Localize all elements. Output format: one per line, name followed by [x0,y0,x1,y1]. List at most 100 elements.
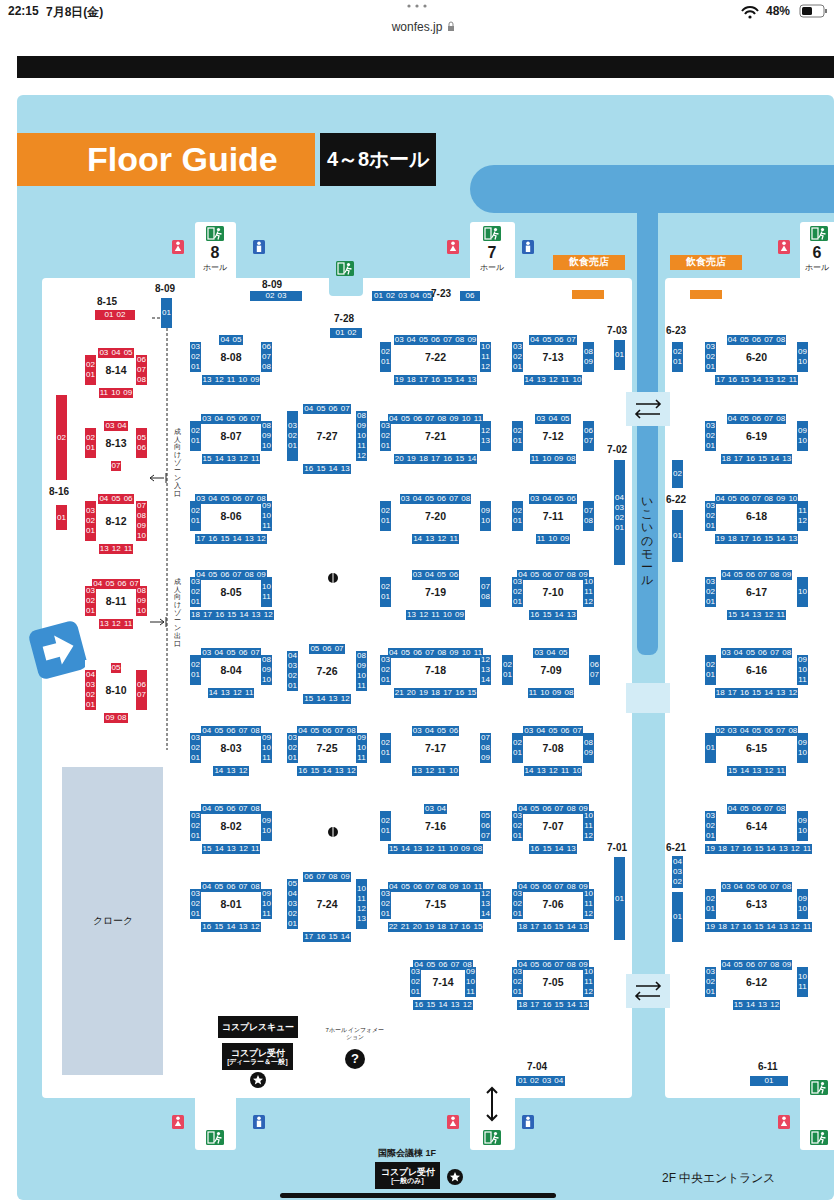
booth-island: 03 04 05 06 0702 017-0808 0914 13 12 11 … [512,723,594,773]
booth-row: 03 04 05 06 07 08 [705,879,808,889]
booth-island: 04 05 06 07 08 0903 02 017-1010 11 1216 … [512,567,594,617]
booth-row: 03 04 05 06 [380,723,491,733]
booth-cells: 03 04 05 06 [412,726,459,736]
booth-cells: 02 [56,395,67,480]
island-number: 7-06 [542,898,563,910]
booth-strip: 7-2801 02 [330,313,362,338]
booth-column: 03 02 01 [705,342,716,372]
booth-cells: 07 08 [583,506,594,526]
booth-cells: 15 14 13 12 [733,1000,780,1010]
island-center: 8-04 [201,655,261,685]
booth-middle: 02 017-1605 06 07 [380,811,491,841]
booth-island: 04 05 06 07 0803 02 016-2009 1017 16 15 … [705,332,808,382]
booth-row: 16 15 14 13 [512,841,594,851]
booth-cells: 11 10 09 08 [528,688,575,698]
island-center: 6-20 [716,342,797,372]
booth-row: 14 13 12 11 [380,531,491,541]
booth-column: 08 09 10 [261,655,272,685]
booth-cells: 03 04 [104,421,127,431]
booth-cells: 08 09 [583,347,594,367]
booth-column: 01 [705,733,716,763]
booth-column: 06 07 08 [136,355,147,385]
booth-cells: 05 06 [136,433,147,453]
wifi-icon [742,7,758,14]
wifi-icon [748,15,751,18]
booth-cells: 09 10 11 [797,655,808,685]
booth-cells: 16 15 14 13 12 [201,922,260,932]
pillar-icon [333,573,334,583]
booth-column: 03 02 01 [190,811,201,841]
info-circle [345,1049,365,1069]
booth-column: 08 09 10 [136,586,147,616]
booth-cells: 01 [56,505,67,530]
booth-island: 04 05 0603 02 018-1207 08 09 1013 12 11 [85,491,147,551]
booth-cells: 12 13 14 [480,889,491,919]
status-date: 7月8日(金) [46,4,103,21]
zone-exit: 成人向けゾーン出口 [174,578,181,647]
booth-middle: 03 02 018-0309 10 11 [190,733,272,763]
booth-cells: 17 16 15 14 [303,932,350,942]
box-text: コスプレ受付 [381,1167,435,1177]
booth-row: 03 04 05 06 07 08 [380,491,491,501]
booth-cells: 03 04 05 06 [529,494,576,504]
pillar-icon [328,573,338,583]
box-text: [ディーラー＆一般] [227,1058,287,1065]
booth-cells: 06 07 08 [136,355,147,385]
booth-cells: 01 02 03 04 [516,1076,565,1086]
booth-cells: 14 13 12 11 10 [524,766,583,776]
battery-level-text: 48% [766,4,790,18]
booth-column: 03 02 01 [512,342,523,372]
booth-column: 10 11 [261,577,272,607]
booth-column: 03 02 01 [380,655,391,685]
strip-number: 7-04 [527,1061,547,1073]
booth-cells: 16 15 14 13 [303,464,350,474]
status-time: 22:15 [8,4,39,18]
island-number: 7-15 [425,898,446,910]
booth-column: 08 09 10 11 12 [356,411,367,461]
booth-column: 03 02 01 [287,733,298,763]
booth-column: 03 02 01 [190,889,201,919]
booth-column: 02 01 [705,889,716,919]
hall-number: 7 [488,243,497,262]
booth-cells: 09 10 [797,426,808,446]
booth-column: 03 02 01 [705,421,716,451]
booth-column: 09 10 [797,889,808,919]
star-mark [450,1172,460,1182]
hall-tab [195,1094,236,1150]
island-number: 8-11 [106,595,126,607]
booth-cells: 03 02 01 [512,342,523,372]
booth-column: 04 03 02 01 [287,651,298,691]
booth-cells: 08 09 10 [261,421,272,451]
booth-island: 03 04 05 06 07 0802 018-0609 10 1117 16 … [190,491,272,541]
island-center: 6-12 [716,967,797,997]
booth-row: 09 08 [85,710,147,720]
label-box: コスプレ受付[一般のみ] [375,1162,440,1189]
booth-cells: 02 01 [512,426,523,446]
booth-row: 04 05 06 07 08 [190,879,272,889]
booth-column: 02 01 [502,655,513,685]
booth-middle: 03 02 016-1210 11 [705,967,808,997]
island-number: 6-17 [746,586,767,598]
booth-cells: 15 14 13 12 [303,694,350,704]
booth-cells: 02 01 [190,426,201,446]
booth-island: 04 05 06 0703 02 017-2708 09 10 11 1216 … [287,401,367,471]
island-center: 7-09 [513,655,589,685]
booth-row: 16 15 14 13 [512,607,594,617]
booth-cells: 02 01 [380,738,391,758]
booth-cells: 05 04 03 02 01 [287,879,298,929]
booth-cells: 15 14 13 12 11 [727,766,786,776]
booth-row: 13 12 11 10 09 [190,372,272,382]
island-number: 7-25 [316,742,337,754]
booth-island: 04 05 06 07 08 09 10 1103 02 017-1812 13… [380,645,491,695]
booth-column: 03 02 01 [380,421,391,451]
booth-column: 12 13 14 [480,889,491,919]
booth-middle: 02 018-0408 09 10 [190,655,272,685]
booth-cells: 03 02 01 [512,889,523,919]
box-text: コスプレスキュー [222,1022,294,1032]
booth-column: 09 10 11 [797,655,808,685]
booth-column: 09 10 11 [261,889,272,919]
battery-level [802,7,812,15]
booth-row: 15 14 13 12 11 10 09 08 [380,841,491,851]
booth-row: 03 04 05 06 07 [190,411,272,421]
